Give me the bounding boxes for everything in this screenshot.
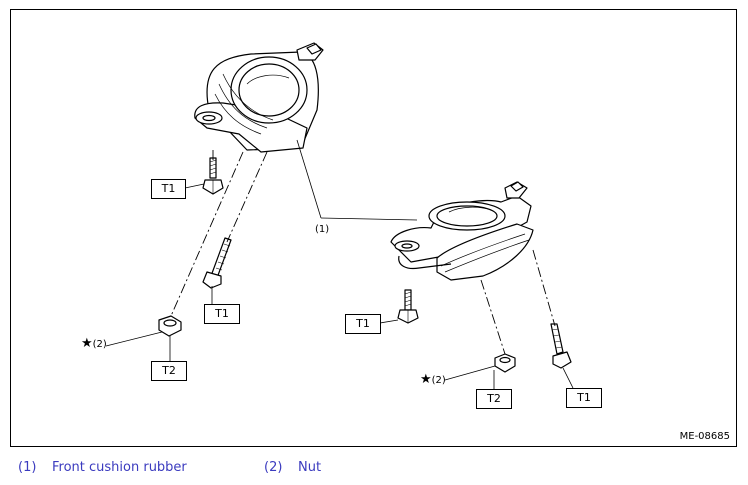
part-ref-cushion-rubber: (1) — [315, 224, 330, 235]
legend-item2-number: (2) — [264, 460, 283, 475]
torque-callout-left-bolt-upper: T1 — [151, 179, 186, 199]
torque-callout-right-nut: T2 — [476, 389, 512, 409]
right-bolt-center — [397, 289, 419, 324]
left-bolt-upper — [202, 157, 224, 195]
star-icon: ★ — [420, 372, 432, 387]
figure-code: ME-08685 — [679, 431, 730, 442]
torque-callout-right-bolt-far: T1 — [566, 388, 602, 408]
left-nut — [158, 315, 182, 337]
star-icon: ★ — [81, 336, 93, 351]
part-ref-nut-left-label: (2) — [92, 339, 107, 350]
right-cushion-rubber — [390, 181, 534, 281]
exploded-view — [105, 42, 574, 389]
center-lines — [170, 150, 556, 355]
torque-callout-right-bolt-center: T1 — [345, 314, 381, 334]
part-ref-nut-left: ★(2) — [81, 336, 107, 351]
leader-lines — [105, 139, 574, 389]
part-ref-nut-right: ★(2) — [420, 372, 446, 387]
part-ref-nut-right-label: (2) — [431, 375, 446, 386]
diagram-frame: T1 T1 T2 T1 T2 T1 (1) ★(2) ★(2) ME-08685 — [10, 9, 737, 447]
legend-item1-label: Front cushion rubber — [52, 460, 187, 475]
legend-item2-label: Nut — [298, 460, 322, 475]
left-cushion-rubber — [194, 42, 324, 153]
torque-callout-left-nut: T2 — [151, 361, 187, 381]
torque-callout-left-bolt-lower: T1 — [204, 304, 240, 324]
legend-item1-number: (1) — [18, 460, 37, 475]
left-bolt-lower — [202, 237, 232, 289]
right-nut — [494, 353, 516, 373]
right-bolt-far — [550, 323, 572, 369]
